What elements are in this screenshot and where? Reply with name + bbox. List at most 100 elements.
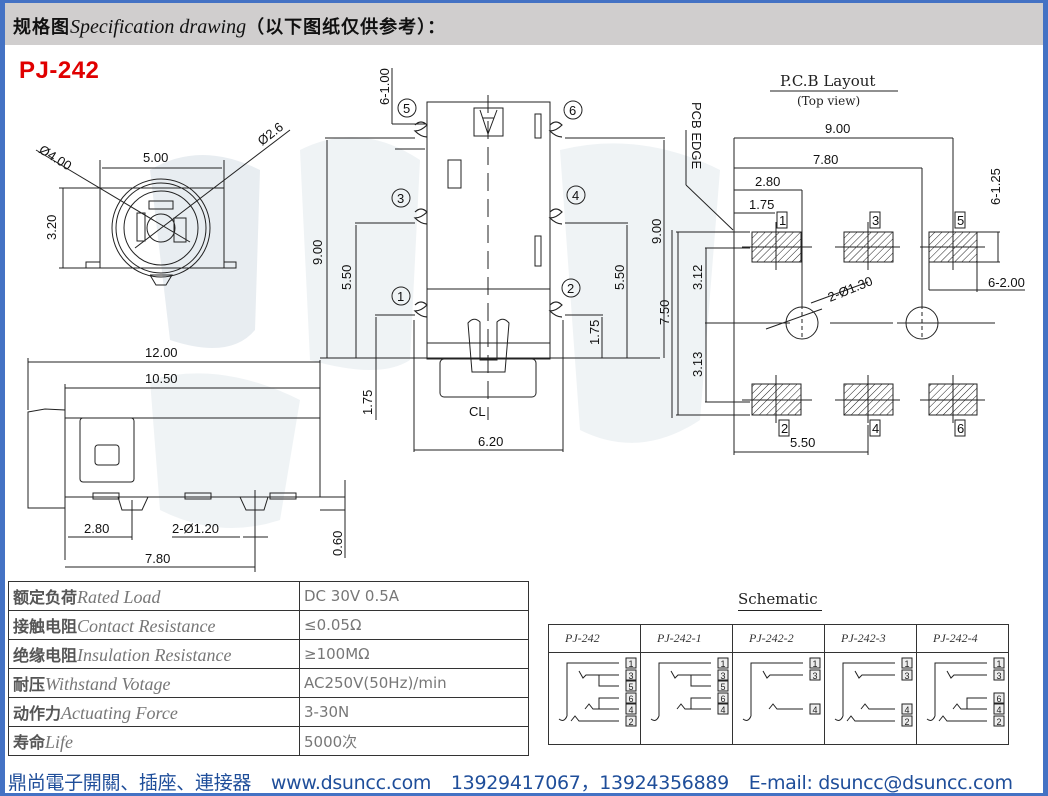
drawing-canvas: 5.00 3.20 Ø4.00 Ø2.6 12.00 10.50 2.80 2-… [27, 68, 1025, 572]
terminal-icon [987, 660, 993, 666]
dim-top-low-left: 1.75 [360, 390, 375, 415]
spec-value: 5000次 [299, 726, 529, 756]
switch-line [598, 697, 619, 709]
pin-number: 3 [629, 671, 634, 681]
pin-box [717, 657, 729, 669]
spec-value: ≤0.05Ω [299, 610, 529, 640]
dim-pcb-780: 7.80 [813, 152, 838, 167]
pin-box [809, 669, 821, 681]
spec-key-en: Actuating Force [61, 703, 178, 723]
pin-number: 5 [721, 682, 726, 692]
dim-side-holes: 2-Ø1.20 [172, 521, 219, 536]
pin-box [717, 703, 729, 715]
spec-key-cn: 接触电阻 [13, 617, 78, 636]
pin-number: 5 [629, 682, 634, 692]
terminal-icon [711, 706, 717, 712]
footer-company: 鼎尚電子開關、插座、連接器 [8, 772, 252, 794]
switch-line [690, 697, 711, 709]
pin-box [717, 680, 729, 692]
schematic-variant-name: PJ-242 [548, 624, 641, 653]
pad-label-3: 3 [872, 213, 879, 228]
pin-number: 4 [629, 705, 634, 715]
title-en: Specification drawing [70, 16, 247, 38]
ring-spring-line [860, 703, 895, 710]
switch-line [966, 697, 987, 709]
pin-box [901, 715, 913, 727]
tip-spring-line [762, 670, 803, 679]
dim-top-pin-width: 6-1.00 [377, 68, 392, 105]
pin-label-4: 4 [572, 188, 579, 203]
tip-spring-line [946, 670, 987, 679]
spec-row: 绝缘电阻Insulation Resistance≥100MΩ [8, 639, 529, 669]
page-title: 规格图Specification drawing（以下图纸仅供参考）： [13, 13, 446, 39]
dim-front-inner-dia: Ø2.6 [255, 119, 286, 148]
schematic-diagram: 134 [742, 657, 821, 721]
ring-line [846, 715, 895, 722]
spec-key-cn: 额定负荷 [13, 588, 78, 607]
spec-key-en: Life [45, 732, 74, 752]
dim-top-span-left: 9.00 [310, 240, 325, 265]
ring-spring-line [584, 703, 619, 710]
footer-website[interactable]: www.dsuncc.com [270, 772, 432, 794]
pin-number: 6 [721, 694, 726, 704]
pin-number: 2 [905, 717, 910, 727]
terminal-icon [987, 706, 993, 712]
pin-box [717, 669, 729, 681]
spec-key-cn: 寿命 [13, 733, 46, 752]
pad-label-4: 4 [872, 421, 879, 436]
terminal-icon [987, 672, 993, 678]
dim-side-body: 10.50 [145, 371, 178, 386]
pin-box [717, 692, 729, 704]
dim-top-span-right: 9.00 [649, 219, 664, 244]
dim-side-thickness: 0.60 [330, 531, 345, 556]
spec-row: 寿命Life 5000次 [8, 726, 529, 756]
spec-key-en: Insulation Resistance [77, 645, 232, 665]
terminal-icon [619, 660, 625, 666]
switch-line [598, 675, 619, 687]
pin-label-2: 2 [567, 281, 574, 296]
terminal-icon [895, 660, 901, 666]
dim-front-height: 3.20 [44, 215, 59, 240]
terminal-icon [803, 672, 809, 678]
footer-email[interactable]: E-mail: dsuncc@dsuncc.com [748, 772, 1013, 794]
schematic-variant-name: PJ-242-3 [824, 624, 917, 653]
terminal-icon [619, 672, 625, 678]
pad-label-1: 1 [779, 213, 786, 228]
pin-number: 1 [997, 659, 1002, 669]
dim-pcb-550: 5.50 [790, 435, 815, 450]
ring-spring-line [768, 703, 803, 710]
pcb-layout [676, 90, 1025, 455]
dim-pcb-312: 3.12 [690, 265, 705, 290]
dim-side-overall: 12.00 [145, 345, 178, 360]
schematic-variant-name: PJ-242-2 [732, 624, 825, 653]
spec-value: AC250V(50Hz)/min [299, 668, 529, 698]
sleeve-line [650, 662, 711, 721]
terminal-icon [711, 683, 717, 689]
pin-box [625, 657, 637, 669]
schematic-table: PJ-242 PJ-242-1 PJ-242-2 PJ-242-3 PJ-242… [548, 624, 1009, 745]
pin-number: 4 [813, 705, 818, 715]
spec-key-cn: 耐压 [13, 675, 46, 694]
pin-number: 1 [905, 659, 910, 669]
pin-number: 1 [721, 659, 726, 669]
terminal-icon [619, 706, 625, 712]
dim-pcb-pad-w: 6-2.00 [988, 275, 1025, 290]
ring-line [938, 715, 987, 722]
terminal-icon [895, 672, 901, 678]
sleeve-line [742, 662, 803, 721]
terminal-icon [895, 718, 901, 724]
terminal-icon [711, 695, 717, 701]
pin-box [993, 669, 1005, 681]
pin-number: 3 [905, 671, 910, 681]
centerline-mark: CL [469, 404, 486, 419]
tip-spring-line [670, 670, 711, 679]
spec-key-cn: 绝缘电阻 [13, 646, 78, 665]
pcb-pads [742, 211, 985, 437]
pin-box [901, 657, 913, 669]
dim-side-hole-span: 7.80 [145, 551, 170, 566]
